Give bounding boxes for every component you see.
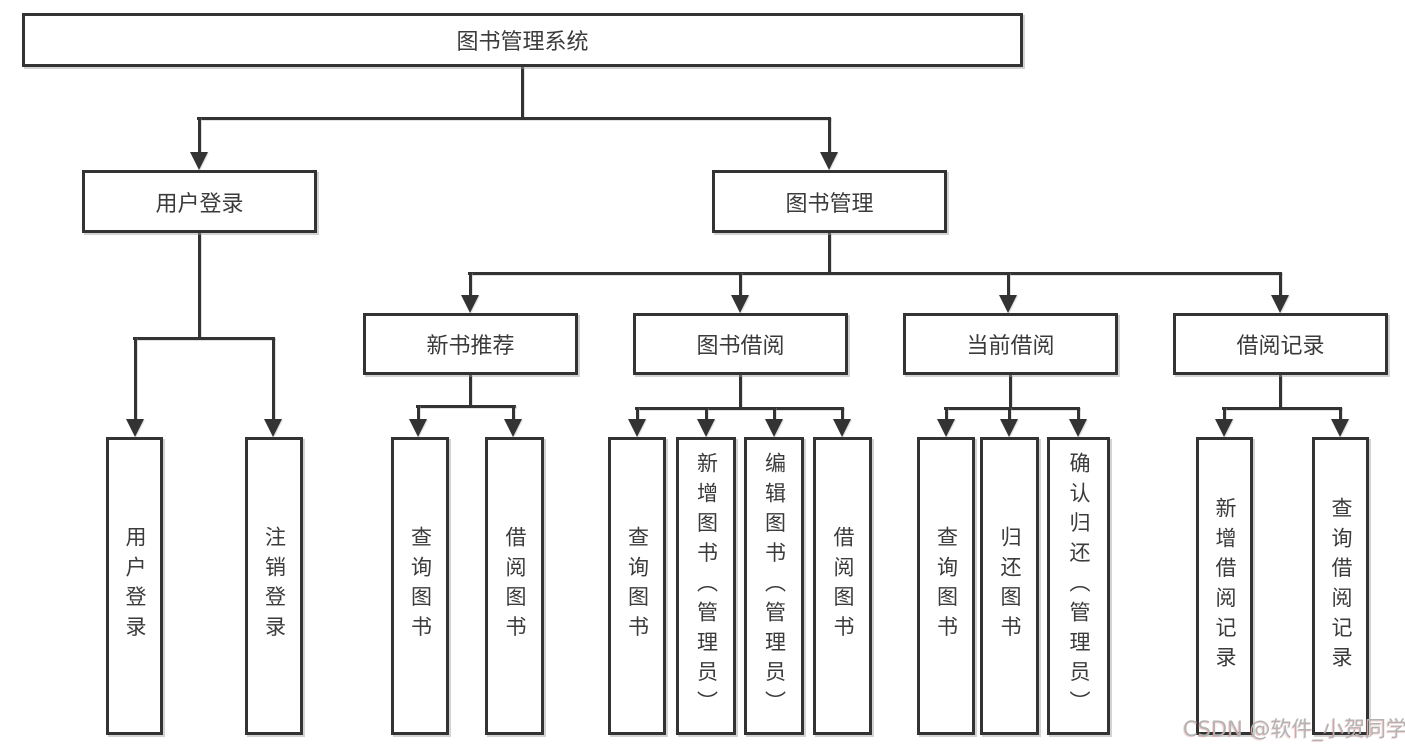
connector-stem [521, 67, 524, 117]
connector-rail [197, 117, 831, 120]
arrow-down-icon [820, 152, 838, 170]
node-label: 编辑图书（管理员） [762, 451, 787, 721]
node-label: 新增图书（管理员） [694, 451, 719, 721]
csdn-watermark: CSDN @软件_小贺同学 [1183, 717, 1405, 741]
connector-drop [1223, 407, 1226, 423]
connector-stem [469, 375, 472, 405]
connector-drop [198, 117, 201, 159]
connector-drop [739, 272, 742, 299]
leaf-logout: 注销登录 [245, 437, 303, 735]
arrow-down-icon [190, 152, 208, 170]
arrow-down-icon [1331, 419, 1349, 437]
leaf-confirm-return-admin: 确认归还（管理员） [1047, 437, 1110, 735]
connector-drop [636, 407, 639, 423]
arrow-down-icon [833, 419, 851, 437]
connector-drop [705, 407, 708, 423]
leaf-borrow-books: 借阅图书 [813, 437, 872, 735]
node-label: 图书管理 [785, 191, 874, 217]
connector-drop [841, 407, 844, 423]
arrow-down-icon [1000, 419, 1018, 437]
node-label: 借阅图书 [831, 526, 856, 646]
connector-drop [773, 407, 776, 423]
node-borrowing-records: 借阅记录 [1173, 313, 1388, 375]
node-label: 归还图书 [998, 526, 1023, 646]
node-label: 借阅记录 [1236, 334, 1325, 359]
node-label: 确认归还（管理员） [1067, 451, 1092, 721]
leaf-user-login: 用户登录 [106, 437, 163, 735]
node-new-book-recommendation: 新书推荐 [363, 313, 578, 375]
leaf-query-books-recommend: 查询图书 [391, 437, 449, 735]
arrow-down-icon [504, 419, 522, 437]
node-label: 查询图书 [625, 526, 650, 646]
connector-drop [1279, 272, 1282, 299]
connector-stem [828, 233, 831, 272]
node-label: 查询图书 [408, 526, 433, 646]
arrow-down-icon [461, 295, 479, 313]
connector-rail [944, 407, 1080, 410]
node-book-borrowing: 图书借阅 [633, 313, 848, 375]
connector-rail [416, 405, 516, 408]
connector-stem [1009, 375, 1012, 407]
node-label: 查询借阅记录 [1329, 496, 1354, 676]
connector-rail [635, 407, 844, 410]
connector-drop [1008, 407, 1011, 423]
node-current-borrowing: 当前借阅 [903, 313, 1118, 375]
leaf-return-books: 归还图书 [980, 437, 1039, 735]
connector-stem [739, 375, 742, 407]
arrow-down-icon [409, 419, 427, 437]
node-label: 新书推荐 [426, 334, 515, 359]
node-label: 新增借阅记录 [1213, 496, 1238, 676]
arrow-down-icon [731, 295, 749, 313]
leaf-query-borrow-record: 查询借阅记录 [1312, 437, 1369, 735]
node-book-management-system: 图书管理系统 [22, 13, 1023, 67]
node-book-management: 图书管理 [712, 170, 947, 233]
arrow-down-icon [999, 295, 1017, 313]
node-label: 图书借阅 [696, 334, 785, 359]
arrow-down-icon [628, 419, 646, 437]
connector-drop [469, 272, 472, 299]
leaf-add-books-admin: 新增图书（管理员） [676, 437, 736, 735]
arrow-down-icon [1215, 419, 1233, 437]
connector-drop [1339, 407, 1342, 423]
arrow-down-icon [697, 419, 715, 437]
node-label: 注销登录 [262, 526, 287, 646]
connector-drop [1077, 407, 1080, 423]
leaf-query-books-current: 查询图书 [917, 437, 975, 735]
arrow-down-icon [1271, 295, 1289, 313]
node-label: 当前借阅 [966, 334, 1055, 359]
connector-drop [828, 117, 831, 159]
connector-drop [134, 337, 137, 423]
node-label: 图书管理系统 [456, 30, 589, 55]
connector-drop [417, 405, 420, 423]
connector-drop [272, 337, 275, 423]
node-label: 用户登录 [123, 526, 148, 646]
leaf-query-books-borrow: 查询图书 [608, 437, 666, 735]
connector-drop [1007, 272, 1010, 299]
arrow-down-icon [1069, 419, 1087, 437]
connector-rail [133, 337, 275, 340]
connector-drop [945, 407, 948, 423]
arrow-down-icon [765, 419, 783, 437]
connector-stem [1279, 375, 1282, 407]
arrow-down-icon [264, 419, 282, 437]
node-user-login: 用户登录 [82, 170, 317, 233]
arrow-down-icon [126, 419, 144, 437]
arrow-down-icon [937, 419, 955, 437]
leaf-edit-books-admin: 编辑图书（管理员） [744, 437, 804, 735]
leaf-add-borrow-record: 新增借阅记录 [1196, 437, 1253, 735]
node-label: 查询图书 [934, 526, 959, 646]
node-label: 借阅图书 [503, 526, 528, 646]
connector-rail [468, 272, 1282, 275]
connector-rail [1222, 407, 1342, 410]
node-label: 用户登录 [155, 191, 244, 217]
connector-drop [512, 405, 515, 423]
leaf-borrow-books-recommend: 借阅图书 [485, 437, 544, 735]
connector-stem [198, 233, 201, 337]
